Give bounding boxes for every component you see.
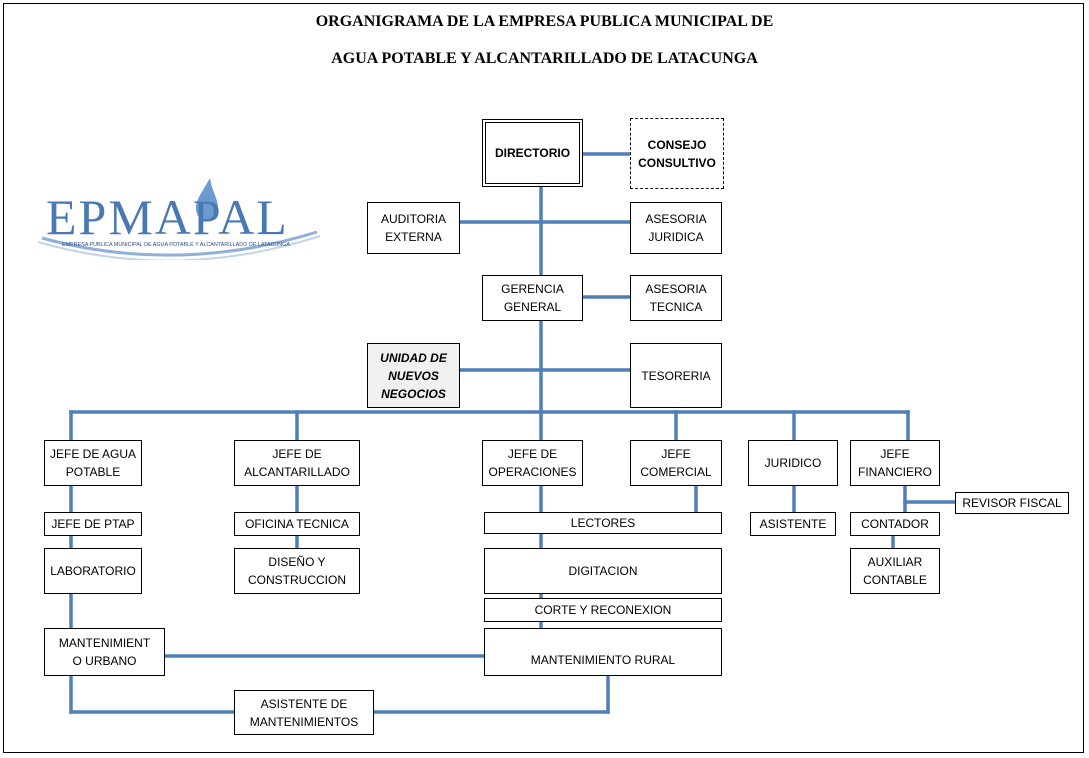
node-auditoria-externa: AUDITORIA EXTERNA [367, 202, 460, 254]
node-jefe-financiero: JEFE FINANCIERO [850, 440, 940, 486]
node-mantenimiento-urbano: MANTENIMIENT O URBANO [44, 628, 165, 676]
node-asesoria-tecnica: ASESORIA TECNICA [630, 275, 722, 321]
node-jefe-ptap: JEFE DE PTAP [44, 512, 142, 536]
chart-title-line-1: ORGANIGRAMA DE LA EMPRESA PUBLICA MUNICI… [315, 13, 774, 30]
node-juridico: JURIDICO [748, 440, 838, 486]
node-oficina-tecnica: OFICINA TECNICA [234, 512, 360, 536]
node-asistente: ASISTENTE [750, 512, 836, 536]
node-jefe-operaciones: JEFE DE OPERACIONES [482, 440, 583, 486]
node-revisor-fiscal: REVISOR FISCAL [955, 492, 1069, 514]
epmapal-logo: EPMAPAL EMPRESA PUBLICA MUNICIPAL DE AGU… [37, 178, 321, 260]
node-jefe-agua-potable: JEFE DE AGUA POTABLE [44, 440, 142, 486]
node-lectores: LECTORES [484, 512, 722, 534]
node-gerencia-general: GERENCIA GENERAL [482, 275, 583, 321]
chart-frame [3, 3, 1084, 753]
node-jefe-alcantarillado: JEFE DE ALCANTARILLADO [234, 440, 360, 486]
node-diseno-construccion: DISEÑO Y CONSTRUCCION [234, 548, 360, 594]
water-drop-icon [195, 178, 218, 221]
node-consejo-consultivo: CONSEJO CONSULTIVO [630, 118, 724, 189]
node-tesoreria: TESORERIA [630, 343, 722, 408]
node-laboratorio: LABORATORIO [44, 548, 142, 594]
node-directorio: DIRECTORIO [482, 119, 583, 187]
logo-wordmark: EPMAPAL [46, 189, 289, 245]
node-contador: CONTADOR [850, 512, 940, 536]
node-mantenimiento-rural: MANTENIMIENTO RURAL [484, 628, 722, 676]
node-jefe-comercial: JEFE COMERCIAL [630, 440, 722, 486]
node-unidad-nuevos-negocios: UNIDAD DE NUEVOS NEGOCIOS [367, 343, 460, 408]
node-digitacion: DIGITACION [484, 548, 722, 594]
node-corte-reconexion: CORTE Y RECONEXION [484, 598, 722, 622]
node-asesoria-juridica: ASESORIA JURIDICA [630, 202, 722, 254]
chart-title-line-2: AGUA POTABLE Y ALCANTARILLADO DE LATACUN… [331, 50, 758, 67]
node-auxiliar-contable: AUXILIAR CONTABLE [850, 548, 940, 594]
node-asistente-mantenimientos: ASISTENTE DE MANTENIMIENTOS [234, 690, 374, 735]
logo-tagline: EMPRESA PUBLICA MUNICIPAL DE AGUA POTABL… [62, 242, 290, 248]
